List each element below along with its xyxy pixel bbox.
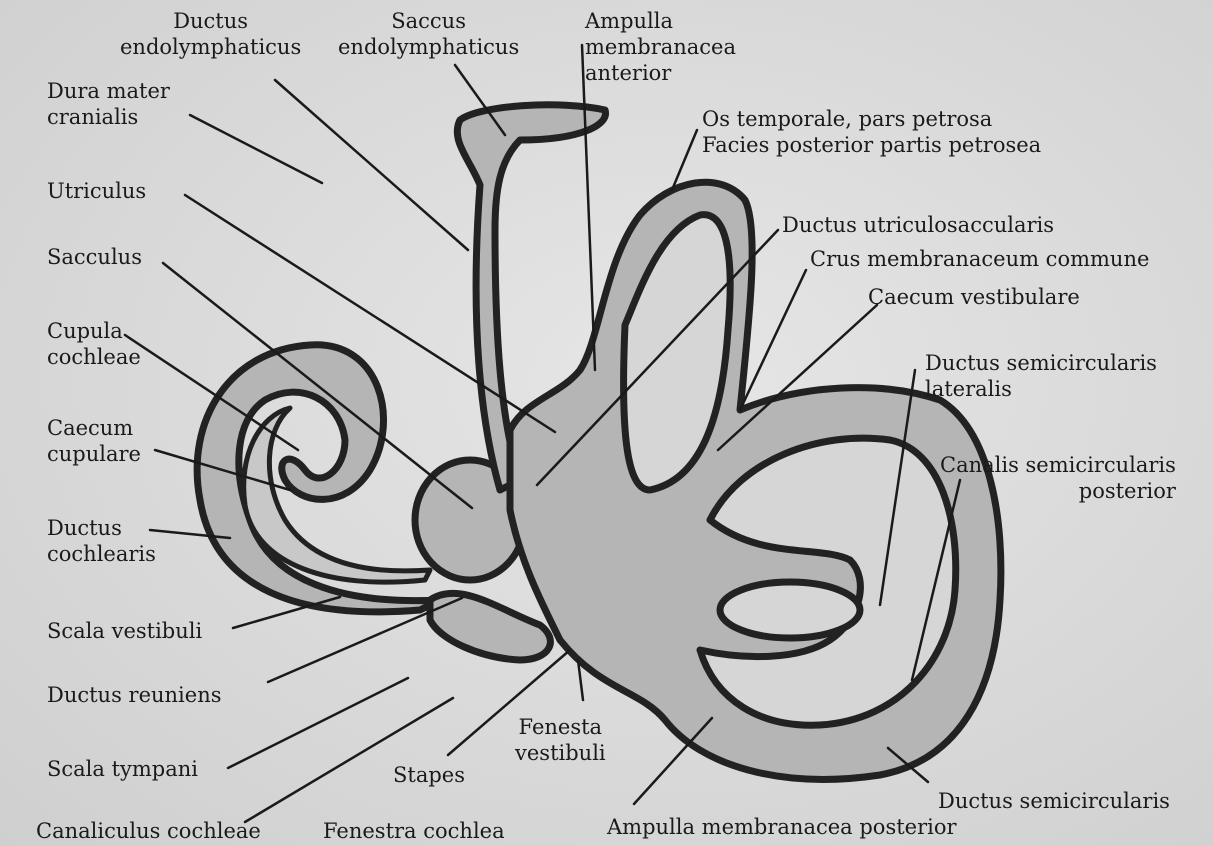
lateral-canal-hole xyxy=(720,582,860,638)
label-scala-tympani: Scala tympani xyxy=(47,756,198,782)
label-ampulla-membranacea-anterior: Ampulla membranacea anterior xyxy=(585,8,736,86)
label-sacculus: Sacculus xyxy=(47,244,142,270)
label-dura-mater-cranialis: Dura mater cranialis xyxy=(47,78,170,130)
label-stapes: Stapes xyxy=(393,762,465,788)
label-ductus-endolymphaticus: Ductus endolymphaticus xyxy=(120,8,301,60)
leader-canaliculus-cochleae xyxy=(245,698,453,822)
label-cupula-cochleae: Cupula cochleae xyxy=(47,318,141,370)
label-utriculus: Utriculus xyxy=(47,178,146,204)
leader-scala-tympani xyxy=(228,678,408,768)
label-crus-membranaceum-commune: Crus membranaceum commune xyxy=(810,246,1149,272)
label-canalis-semicircularis-posterior: Canalis semicircularis posterior xyxy=(940,452,1176,504)
leader-ductus-endolymphaticus xyxy=(275,80,468,250)
label-caecum-cupulare: Caecum cupulare xyxy=(47,415,141,467)
label-ductus-semicircularis: Ductus semicircularis xyxy=(938,788,1170,814)
label-scala-vestibuli: Scala vestibuli xyxy=(47,618,202,644)
label-ampulla-membranacea-posterior: Ampulla membranacea posterior xyxy=(607,814,957,840)
label-saccus-endolymphaticus: Saccus endolymphaticus xyxy=(338,8,519,60)
label-ductus-semicircularis-lateralis: Ductus semicircularis lateralis xyxy=(925,350,1157,402)
label-caecum-vestibulare: Caecum vestibulare xyxy=(868,284,1080,310)
label-os-temporale: Os temporale, pars petrosa Facies poster… xyxy=(702,106,1041,158)
leader-dura-mater xyxy=(190,115,322,183)
label-ductus-utriculosaccularis: Ductus utriculosaccularis xyxy=(782,212,1054,238)
label-fenesta-vestibuli: Fenesta vestibuli xyxy=(515,714,606,766)
label-ductus-cochlearis: Ductus cochlearis xyxy=(47,515,156,567)
leader-ampulla-anterior xyxy=(582,45,595,370)
label-fenestra-cochlea: Fenestra cochlea xyxy=(323,818,505,844)
label-ductus-reuniens: Ductus reuniens xyxy=(47,682,222,708)
label-canaliculus-cochleae: Canaliculus cochleae xyxy=(36,818,261,844)
